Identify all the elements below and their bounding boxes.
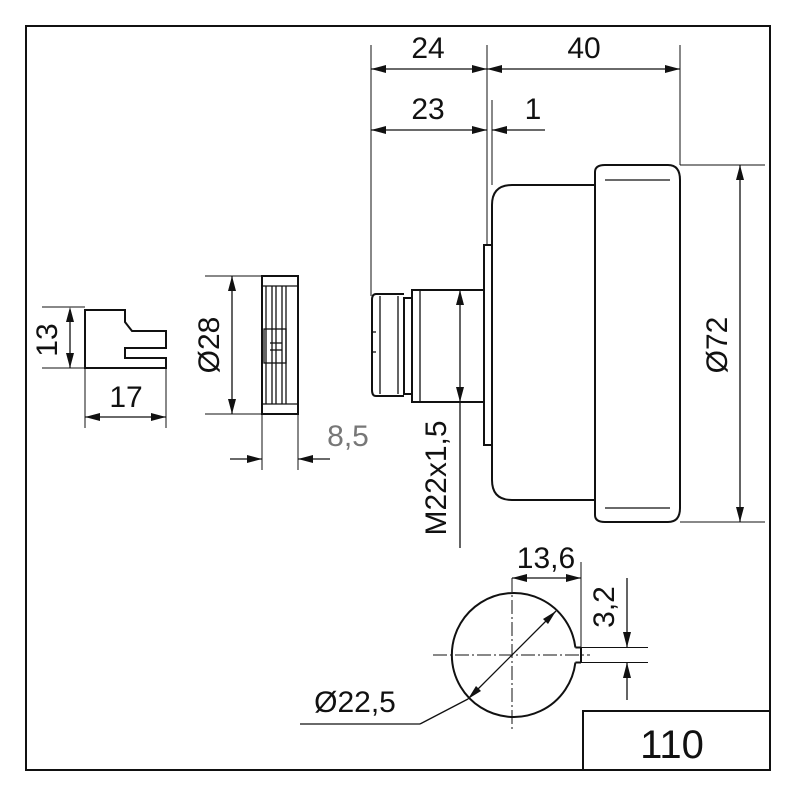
mounting-hole: Ø22,5 13,6 3,2 (300, 542, 648, 732)
main-body (371, 164, 681, 523)
main-body-dimensions: 24 40 23 1 Ø72 M22x1,5 (370, 32, 765, 548)
key-part: 13 17 (31, 306, 167, 428)
body-depth-label: 40 (567, 32, 600, 65)
thread-label: M22x1,5 (420, 420, 453, 535)
knurled-nut: Ø28 8,5 (193, 275, 369, 470)
key-width-label: 17 (109, 381, 142, 414)
notch-offset-label: 13,6 (517, 542, 575, 575)
hole-diameter-label: Ø22,5 (314, 686, 396, 719)
nut-diameter-label: Ø28 (193, 317, 226, 374)
nut-thickness-label: 8,5 (327, 420, 369, 453)
body-diameter-label: Ø72 (701, 317, 734, 374)
key-height-label: 13 (31, 323, 64, 356)
drawing-frame (25, 25, 771, 771)
flange-thickness-label: 1 (525, 93, 542, 126)
item-number: 110 (640, 723, 704, 767)
notch-width-label: 3,2 (588, 586, 621, 628)
total-front-label: 24 (411, 32, 444, 65)
shaft-length-label: 23 (411, 93, 444, 126)
title-block: 110 (582, 710, 771, 771)
